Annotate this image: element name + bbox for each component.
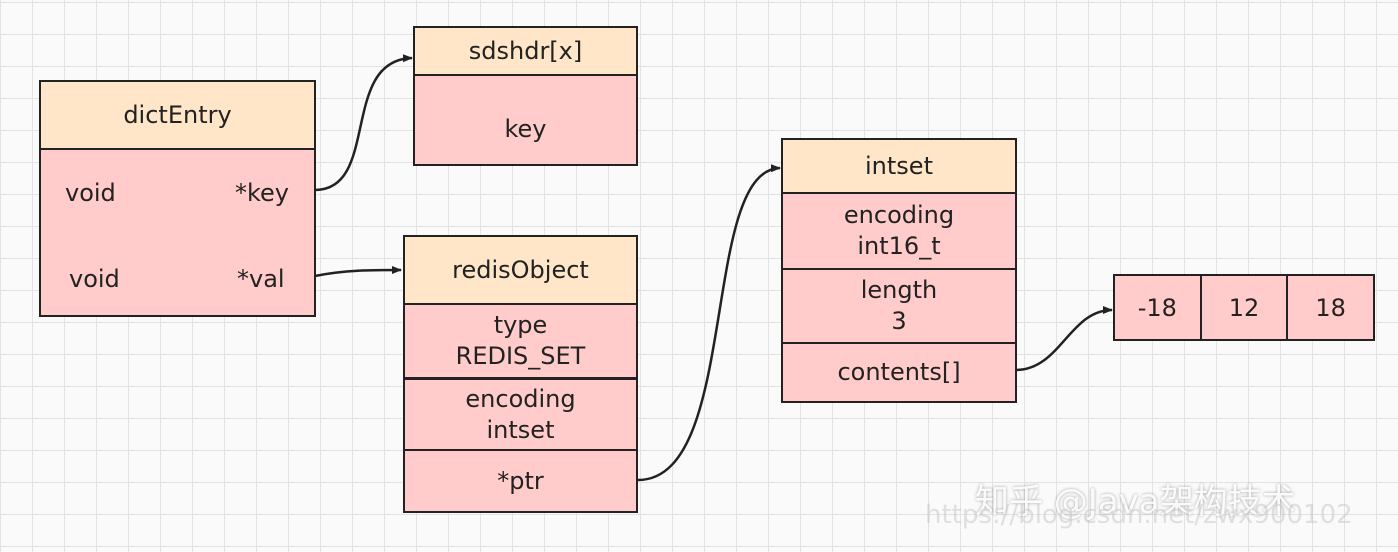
redisobject-ptr-cell: *ptr (405, 449, 636, 511)
array-element: 12 (1199, 276, 1287, 339)
val-to-redisobject-arrow (314, 266, 402, 278)
key-field-name: *key (235, 179, 290, 207)
redisobject-struct: redisObject type REDIS_SET encoding ints… (403, 235, 638, 513)
intset-encoding-label: encoding (843, 201, 955, 229)
csdn-url-watermark: https://blog.csdn.net/zwx900102 (925, 500, 1353, 530)
zhihu-watermark: 知乎 @Java架构技术 (975, 482, 1296, 522)
ptr-to-intset-arrow (637, 164, 781, 482)
intset-length-cell: length 3 (783, 268, 1015, 342)
redisobject-title: redisObject (405, 237, 636, 305)
key-field-type: void (65, 179, 116, 207)
type-value: REDIS_SET (455, 342, 586, 370)
sdshdr-title: sdshdr[x] (415, 28, 636, 76)
intset-length-label: length (860, 276, 938, 304)
intset-encoding-value: int16_t (857, 232, 941, 260)
contents-array: -18 12 18 (1113, 274, 1375, 341)
array-element: -18 (1115, 276, 1200, 339)
intset-title: intset (783, 140, 1015, 194)
sdshdr-struct: sdshdr[x] key (413, 26, 638, 166)
redisobject-encoding-cell: encoding intset (405, 377, 636, 449)
intset-encoding-cell: encoding int16_t (783, 194, 1015, 268)
key-to-sdshdr-arrow (314, 54, 413, 192)
intset-contents-cell: contents[] (783, 342, 1015, 401)
encoding-value: intset (486, 415, 555, 444)
sdshdr-body: key (415, 76, 636, 164)
intset-struct: intset encoding int16_t length 3 content… (781, 138, 1017, 403)
dictentry-title: dictEntry (41, 82, 314, 150)
val-field-type: void (69, 265, 120, 293)
array-element: 18 (1286, 276, 1374, 339)
encoding-label: encoding (465, 384, 576, 413)
val-field-name: *val (237, 265, 285, 293)
type-label: type (493, 311, 548, 339)
dictentry-struct: dictEntry void *key void *val (39, 80, 316, 317)
contents-to-array-arrow (1015, 306, 1113, 372)
intset-length-value: 3 (891, 307, 907, 335)
redisobject-type-cell: type REDIS_SET (405, 305, 636, 377)
